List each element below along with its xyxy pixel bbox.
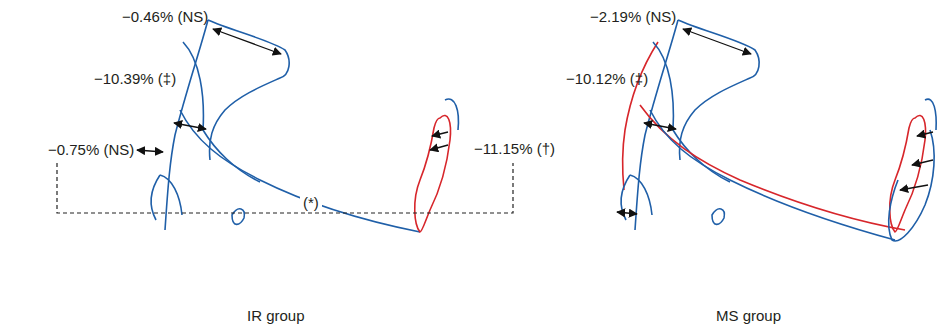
group-caption: MS group bbox=[716, 307, 781, 325]
percent-change: −0.46% (NS) bbox=[122, 8, 208, 26]
group-caption: IR group bbox=[247, 307, 305, 325]
percent-change: −10.39% (‡) bbox=[94, 70, 176, 88]
significance-mark: (*) bbox=[300, 194, 322, 212]
percent-change: −2.19% (NS) bbox=[590, 8, 676, 26]
percent-change: −11.15% (†) bbox=[474, 140, 555, 158]
percent-change: −0.75% (NS) bbox=[48, 141, 134, 159]
percent-change: −10.12% (‡) bbox=[566, 70, 648, 88]
